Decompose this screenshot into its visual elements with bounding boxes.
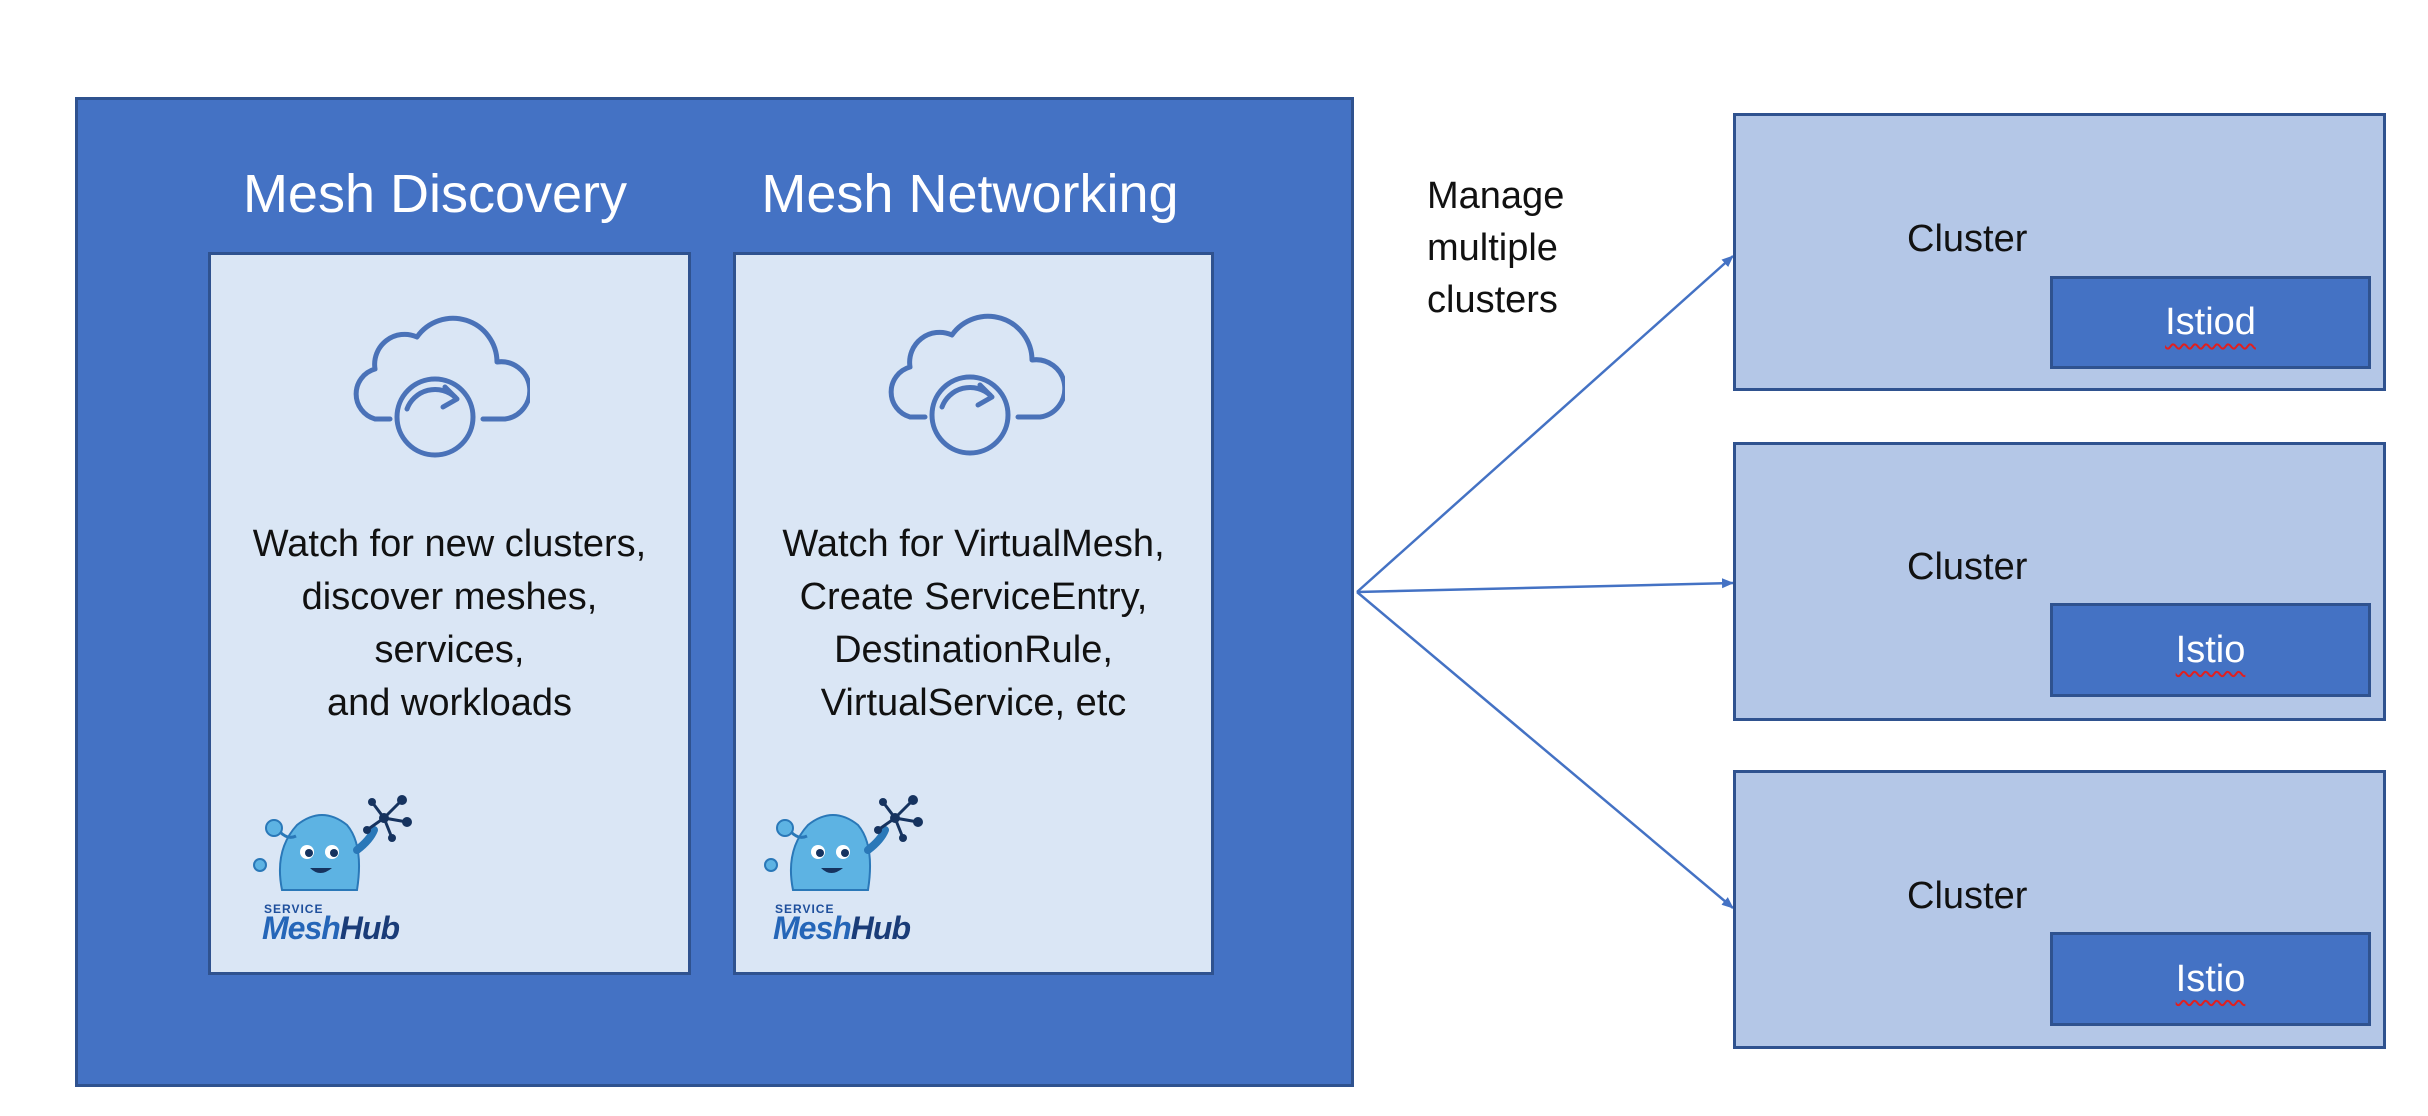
arrow-to-cluster-1: [1356, 255, 1734, 593]
description-line: Watch for VirtualMesh,: [733, 518, 1214, 571]
logo-wordmark: MeshHub: [773, 910, 911, 947]
logo-label-small: SERVICE: [264, 902, 324, 916]
logo-wordmark-mesh: Mesh: [262, 910, 341, 946]
meshhub-logo: SERVICE MeshHub: [252, 790, 422, 946]
description-line: services,: [374, 629, 525, 671]
logo-wordmark-hub: Hub: [850, 910, 911, 946]
mesh-discovery-description: Watch for new clusters, discover meshes,…: [208, 518, 691, 730]
control-plane-label: Istiod: [2165, 301, 2256, 343]
control-plane-label: Istio: [2175, 957, 2246, 1000]
control-plane-box: Istiod: [2050, 276, 2371, 369]
description-line-text: Watch for VirtualMesh,: [782, 523, 1165, 565]
mesh-discovery-title: Mesh Discovery: [242, 164, 628, 224]
cluster-label: Cluster: [1907, 875, 2028, 917]
description-line: DestinationRule,: [834, 629, 1113, 671]
manage-clusters-label: Manage multiple clusters: [1427, 170, 1564, 326]
arrow-to-cluster-3: [1356, 591, 1734, 909]
manage-line: multiple: [1427, 227, 1558, 269]
description-line: and workloads: [326, 682, 573, 724]
meshhub-mascot-icon: [253, 795, 412, 891]
cloud-sync-icon: [353, 315, 530, 458]
meshhub-logo: SERVICE MeshHub: [763, 790, 933, 946]
cluster-label: Cluster: [1907, 218, 2028, 260]
mesh-networking-title: Mesh Networking: [761, 164, 1179, 224]
cloud-sync-icon: [888, 313, 1065, 456]
control-plane-box: Istio: [2050, 603, 2371, 697]
mesh-networking-description: Watch for VirtualMesh, Create ServiceEnt…: [733, 518, 1214, 730]
control-plane-label: Istio: [2175, 628, 2246, 671]
description-line: Create ServiceEntry,: [799, 576, 1148, 618]
manage-line: Manage: [1427, 175, 1565, 217]
logo-wordmark: MeshHub: [262, 910, 400, 947]
manage-line: clusters: [1427, 279, 1558, 321]
description-line: Watch for new clusters,: [252, 523, 647, 565]
cluster-label: Cluster: [1907, 546, 2028, 588]
description-line: discover meshes,: [301, 576, 598, 618]
logo-wordmark-hub: Hub: [339, 910, 400, 946]
logo-label-small: SERVICE: [775, 902, 835, 916]
arrow-to-cluster-2: [1356, 578, 1734, 594]
control-plane-box: Istio: [2050, 932, 2371, 1026]
logo-wordmark-mesh: Mesh: [773, 910, 852, 946]
description-line: VirtualService, etc: [820, 682, 1127, 724]
meshhub-mascot-icon: [764, 795, 923, 891]
